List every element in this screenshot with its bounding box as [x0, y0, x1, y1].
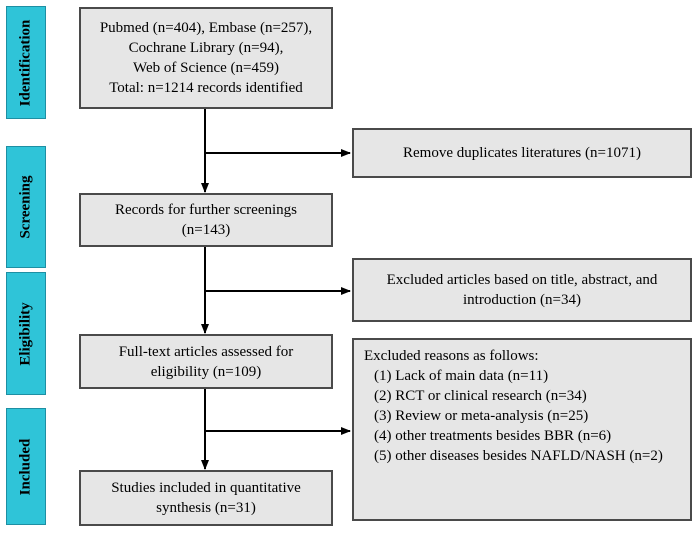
excluded-title-box: Excluded articles based on title, abstra…	[352, 258, 692, 322]
excluded-reason-item: (1) Lack of main data (n=11)	[374, 368, 549, 384]
identified-line-3: Web of Science (n=459)	[133, 60, 279, 76]
phase-identification: Identification	[6, 6, 46, 119]
identified-records-box: Pubmed (n=404), Embase (n=257), Cochrane…	[79, 7, 333, 109]
screening-records-box: Records for further screenings (n=143)	[79, 193, 333, 247]
phase-eligibility: Eligibility	[6, 272, 46, 395]
identified-line-1: Pubmed (n=404), Embase (n=257),	[99, 20, 313, 36]
included-line-2: synthesis (n=31)	[156, 500, 256, 516]
studies-included-box: Studies included in quantitative synthes…	[79, 470, 333, 526]
duplicates-line-1: Remove duplicates literatures (n=1071)	[403, 145, 641, 161]
excluded-reasons-heading: Excluded reasons as follows:	[364, 348, 539, 364]
phase-included: Included	[6, 408, 46, 525]
excluded-reason-item: (2) RCT or clinical research (n=34)	[374, 388, 587, 404]
duplicates-removed-box: Remove duplicates literatures (n=1071)	[352, 128, 692, 178]
excluded-reason-item: (4) other treatments besides BBR (n=6)	[374, 428, 612, 444]
excluded-reasons-box: Excluded reasons as follows: (1) Lack of…	[352, 338, 692, 521]
phase-screening: Screening	[6, 146, 46, 268]
identified-line-4: Total: n=1214 records identified	[109, 80, 303, 96]
fulltext-line-1: Full-text articles assessed for	[118, 343, 294, 360]
excluded-reason-item: (5) other diseases besides NAFLD/NASH (n…	[374, 448, 663, 464]
included-line-1: Studies included in quantitative	[111, 480, 301, 496]
fulltext-line-2: eligibility (n=109)	[150, 363, 262, 380]
excluded-reason-item: (3) Review or meta-analysis (n=25)	[374, 408, 589, 424]
fulltext-assessed-box: Full-text articles assessed for eligibil…	[79, 334, 333, 389]
identified-line-2: Cochrane Library (n=94),	[128, 40, 284, 56]
excluded-title-line-1: Excluded articles based on title, abstra…	[386, 272, 658, 288]
screening-line-1: Records for further screenings	[114, 202, 297, 218]
excluded-title-line-2: introduction (n=34)	[462, 292, 582, 308]
screening-line-2: (n=143)	[181, 222, 231, 238]
